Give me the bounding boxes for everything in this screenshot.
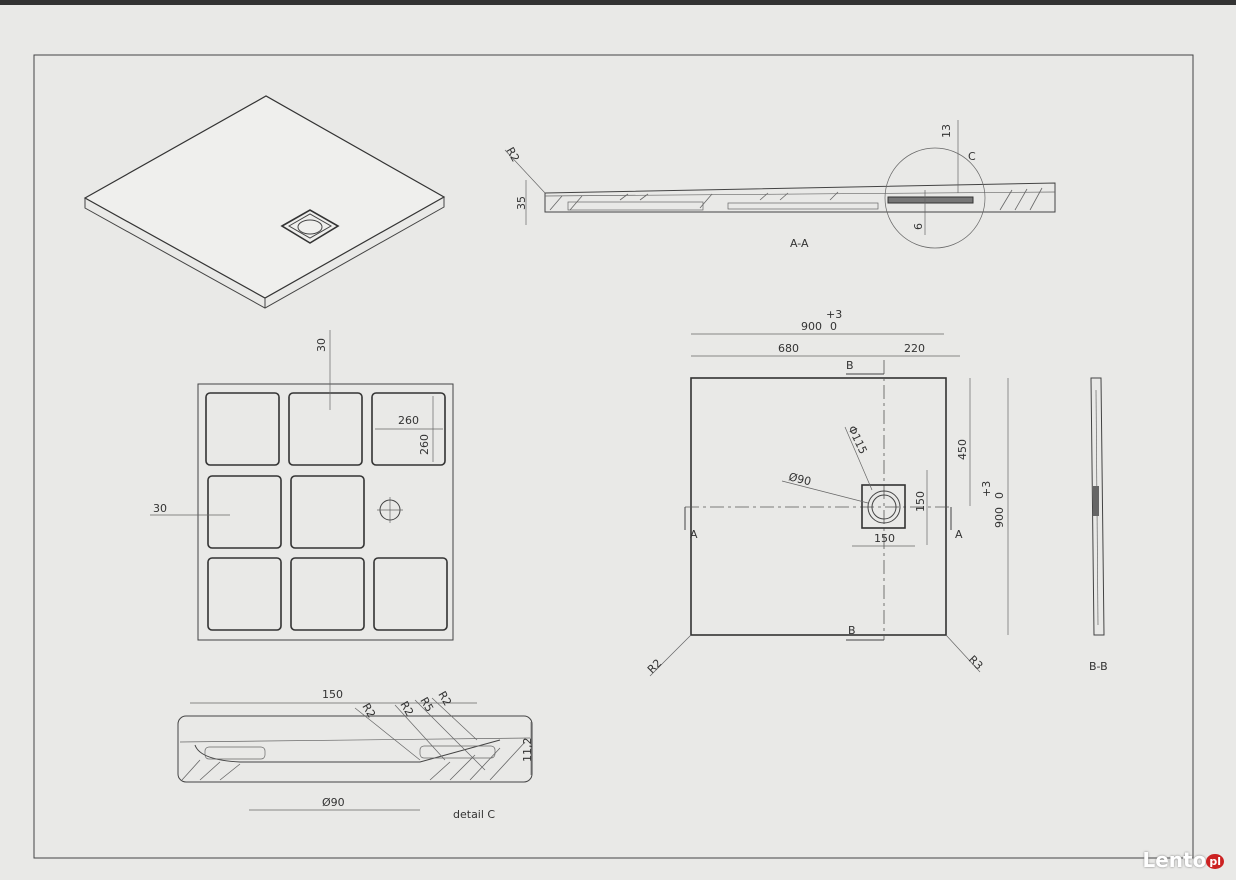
section-a-right: A: [955, 528, 963, 541]
height-dim: 35: [515, 196, 528, 210]
dimension-label: R2: [435, 689, 454, 708]
dimension-label: 0: [830, 320, 837, 333]
section-bb-title: B-B: [1089, 660, 1108, 673]
dimension-label: 0: [993, 492, 1006, 499]
dimension-label: R2: [397, 699, 416, 718]
section-aa: R2 35 13 C 6 A-A: [503, 120, 1056, 250]
drain-square: [861, 484, 906, 529]
cell-width: 260: [398, 414, 419, 427]
cell-height: 260: [418, 434, 431, 455]
detail-c: 150 R2 R2 R5 R2 11,2 Ø90 detail C: [177, 688, 534, 821]
section-a-left: A: [690, 528, 698, 541]
corner-radius-right: R3: [966, 653, 986, 673]
section-bb: B-B: [1089, 377, 1108, 673]
isometric-view: [83, 95, 446, 309]
detail-width: 150: [322, 688, 343, 701]
dimension-label: 900: [801, 320, 822, 333]
drawing-frame: [33, 54, 1194, 859]
section-b-bottom: B: [848, 624, 856, 637]
top-view: +3 900 0 680 220 B B A A Φ115 Ø90 450 15…: [645, 308, 1009, 677]
drain-size-v: 150: [914, 491, 927, 512]
rib-margin-top: 30: [315, 338, 328, 352]
detail-drain-dia: Ø90: [322, 796, 345, 809]
offset-220: 220: [904, 342, 925, 355]
dimension-label: +3: [980, 481, 993, 497]
detail-c-marker: [884, 147, 986, 249]
dimension-label: pl: [1206, 854, 1224, 869]
drain-inner-dia: Ø90: [787, 470, 812, 488]
dimension-label: R2: [359, 701, 378, 720]
corner-radius-left: R2: [645, 657, 665, 677]
dimension-label: Lento: [1142, 848, 1207, 872]
radius-label: R2: [503, 145, 522, 164]
drain-offset: 450: [956, 439, 969, 460]
section-b-top: B: [846, 359, 854, 372]
rib-margin-left: 30: [153, 502, 167, 515]
drain-size-h: 150: [874, 532, 895, 545]
dimension-label: +3: [826, 308, 842, 321]
dim-13: 13: [940, 124, 953, 138]
offset-680: 680: [778, 342, 799, 355]
detail-c-title: detail C: [453, 808, 495, 821]
dimension-label: 900: [993, 507, 1006, 528]
bottom-view: 30 30 260 260: [150, 330, 454, 641]
top-edge: [0, 0, 1236, 5]
detail-height: 11,2: [521, 738, 534, 763]
detail-marker-label: C: [968, 150, 976, 163]
dimension-label: R5: [417, 695, 436, 714]
dim-6: 6: [912, 223, 925, 230]
drain-iso-icon: [280, 209, 340, 244]
section-aa-title: A-A: [790, 237, 809, 250]
drain-outer-dia: Φ115: [845, 424, 869, 456]
